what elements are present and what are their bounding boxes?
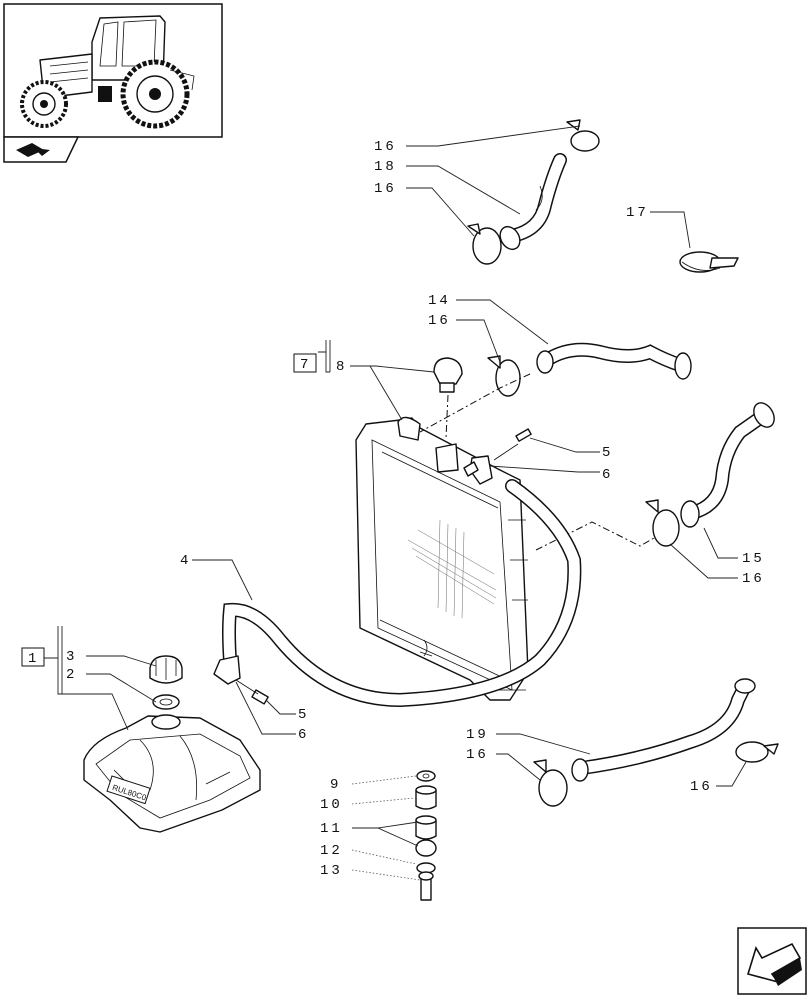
label-13: 13 [320, 863, 343, 879]
section-tab-icon [3, 136, 80, 163]
label-16: 16 [466, 747, 489, 763]
hose-19 [571, 678, 756, 782]
hose-15 [680, 402, 775, 528]
label-16: 16 [374, 181, 397, 197]
clamp-16-right [645, 499, 680, 547]
label-17: 17 [626, 205, 649, 221]
label-9: 9 [330, 777, 341, 793]
label-8: 8 [336, 359, 347, 375]
label-5: 5 [602, 445, 613, 461]
label-14: 14 [428, 293, 451, 309]
label-18: 18 [374, 159, 397, 175]
hose-4 [222, 479, 582, 708]
hose-14 [536, 342, 692, 380]
label-19: 19 [466, 727, 489, 743]
label-4: 4 [180, 553, 191, 569]
ref-box-1 [21, 647, 45, 667]
leader-lines [44, 125, 747, 881]
clamp-16-bottom [533, 741, 779, 807]
label-11: 11 [320, 821, 343, 837]
bolt-5-top [493, 428, 532, 461]
cap-3 [149, 655, 183, 684]
label-1: 1 [28, 651, 39, 667]
tractor-thumbnail [3, 3, 223, 138]
label-10: 10 [320, 797, 343, 813]
expansion-tank: RUL80C0 [83, 714, 261, 833]
label-5: 5 [298, 707, 309, 723]
mount-stack [415, 770, 437, 901]
label-3: 3 [66, 649, 77, 665]
radiator [355, 416, 529, 701]
label-6: 6 [602, 467, 613, 483]
hose-18 [499, 153, 567, 251]
next-page-arrow-icon[interactable] [737, 927, 807, 995]
clamp-17 [679, 251, 739, 273]
label-7: 7 [300, 357, 311, 373]
label-15: 15 [742, 551, 765, 567]
label-6: 6 [298, 727, 309, 743]
label-16: 16 [742, 571, 765, 587]
ref-box-7 [293, 353, 317, 373]
clamp-16-top [467, 119, 600, 265]
bracket-6-top [463, 455, 493, 485]
label-16: 16 [374, 139, 397, 155]
callout-labels: 16 18 16 17 14 16 7 8 5 6 4 15 16 1 3 2 … [28, 139, 765, 879]
gasket-2 [152, 694, 180, 710]
label-2: 2 [66, 667, 77, 683]
radiator-cap-8 [433, 357, 463, 439]
label-16: 16 [428, 313, 451, 329]
label-12: 12 [320, 843, 343, 859]
bracket-6-bottom [213, 655, 241, 685]
label-16: 16 [690, 779, 713, 795]
clamp-16-mid [487, 355, 521, 397]
connect-line-top [419, 373, 531, 433]
